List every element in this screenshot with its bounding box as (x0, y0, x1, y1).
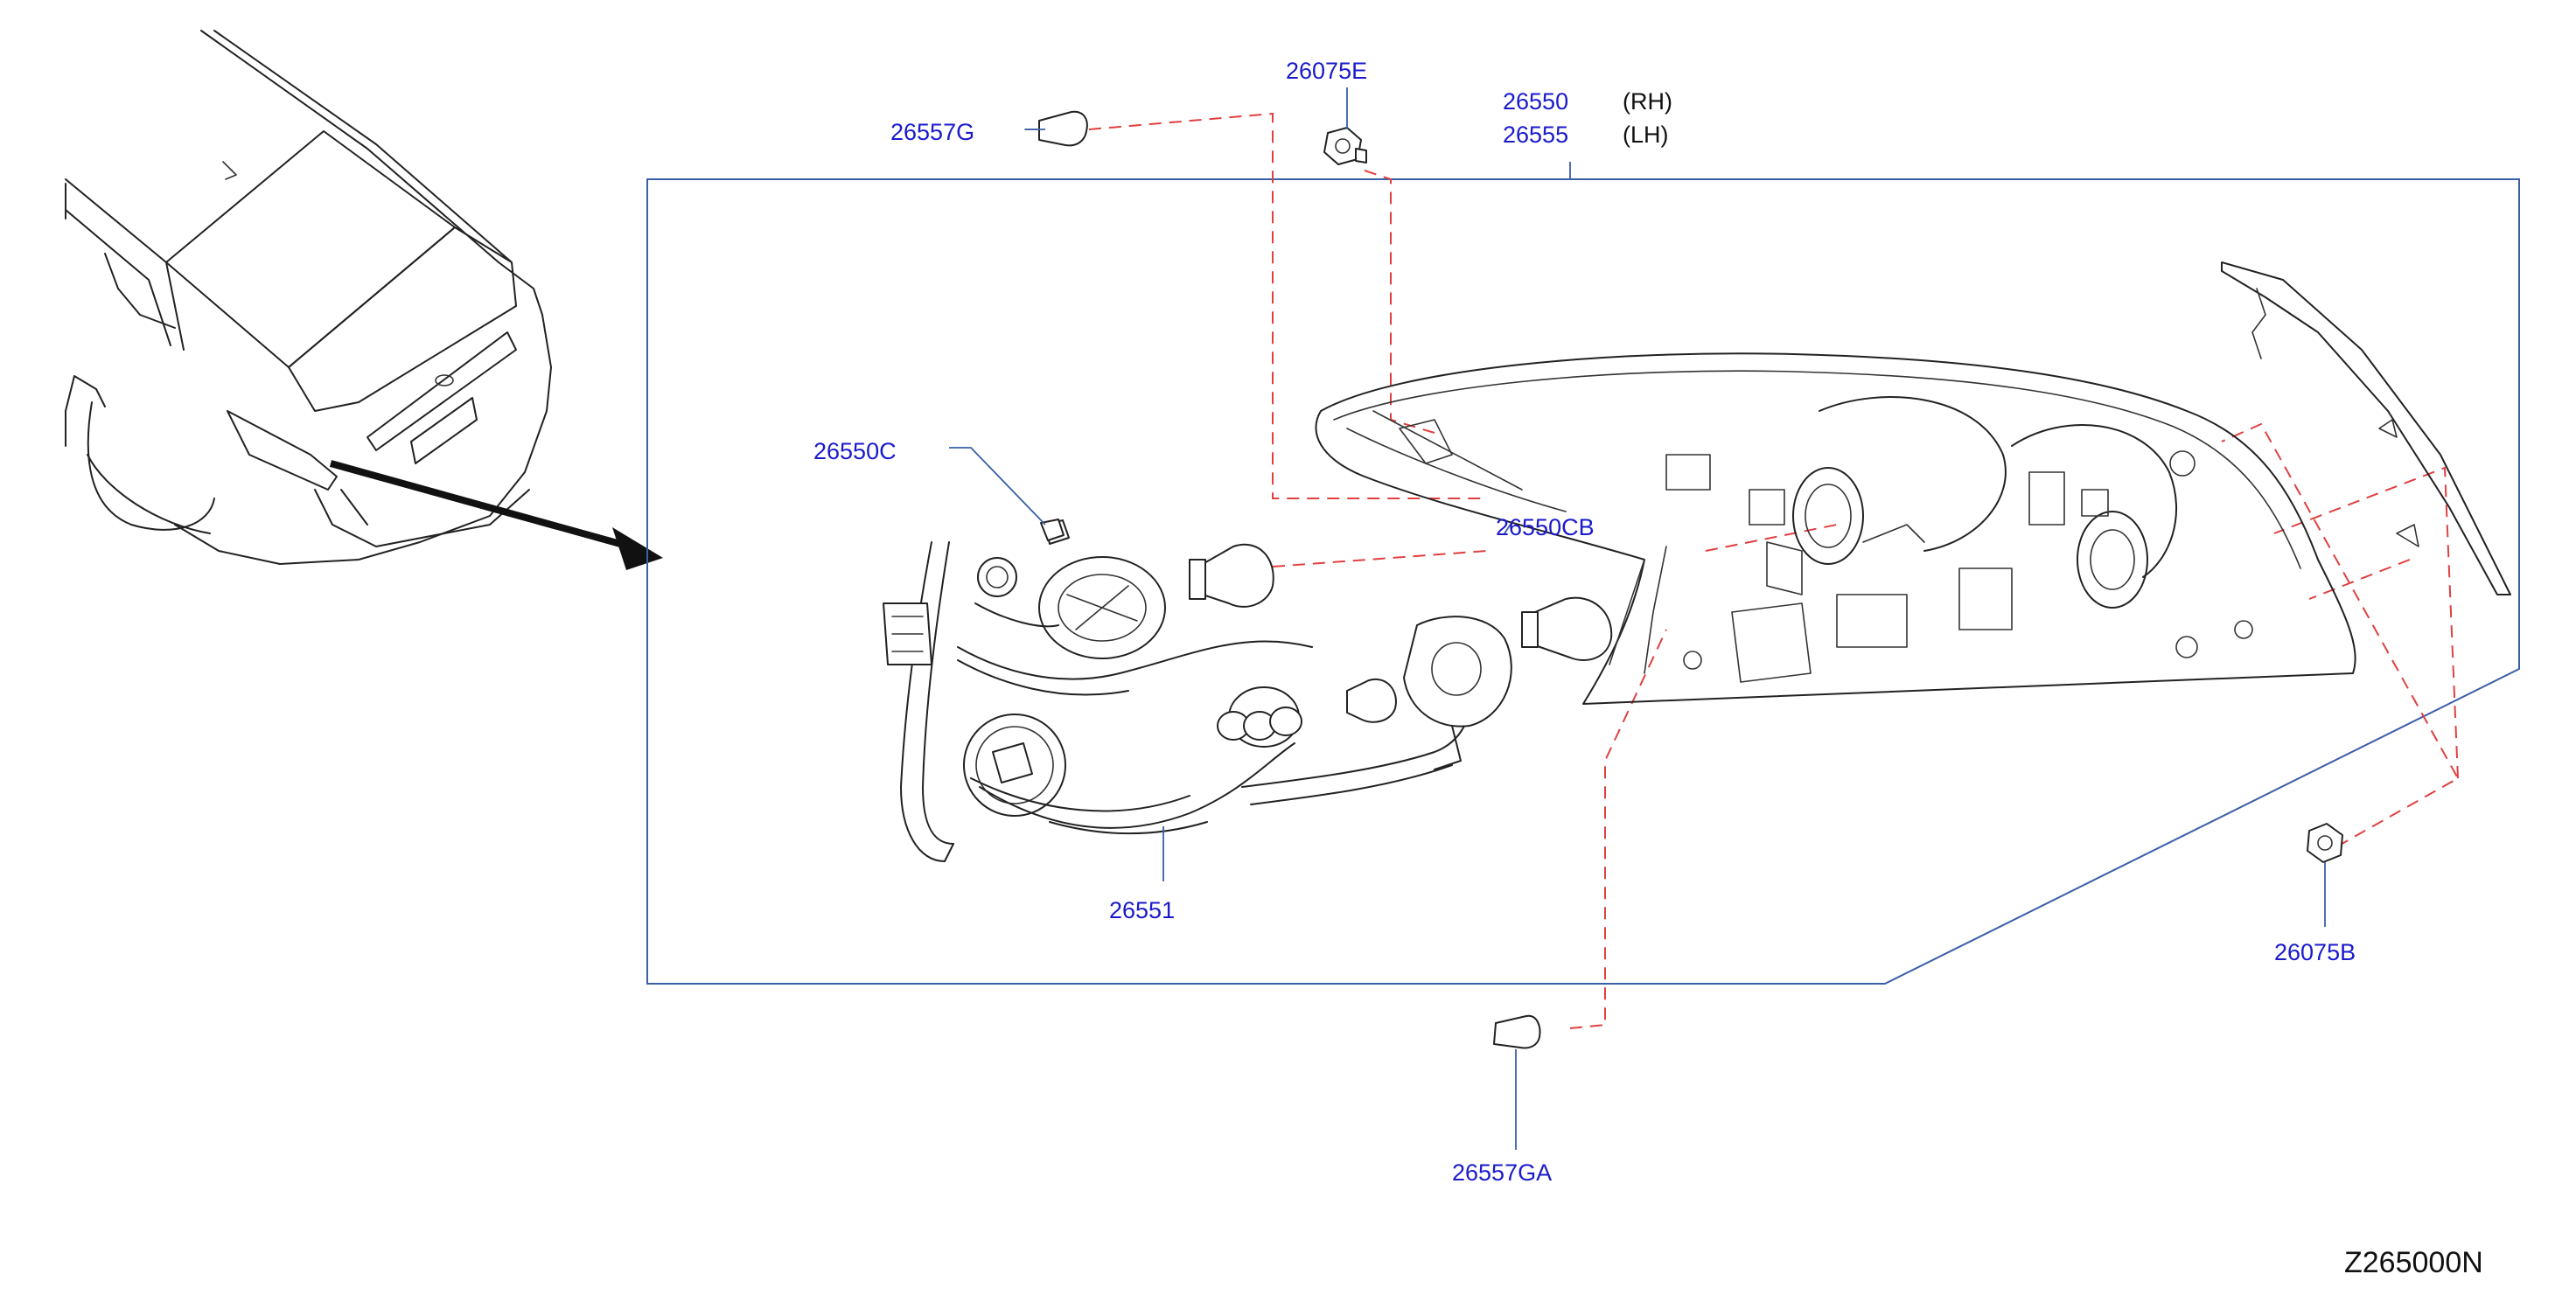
label-26550: 26550 (1503, 88, 1568, 115)
clip-bottom-icon (1493, 1014, 1541, 1049)
label-26075e: 26075E (1286, 58, 1367, 84)
label-26075b: 26075B (2274, 939, 2356, 965)
label-26557g: 26557G (890, 119, 974, 145)
bulb-small-icon (1040, 519, 1065, 541)
figure-code: Z265000N (2344, 1246, 2483, 1279)
arrow-icon (329, 460, 663, 570)
label-26557ga: 26557GA (1452, 1159, 1552, 1186)
label-26550c: 26550C (813, 438, 897, 464)
mounting-bracket-icon (2221, 261, 2511, 595)
assembly-frame (646, 178, 2520, 985)
label-rh: (RH) (1623, 88, 1672, 115)
label-26555: 26555 (1503, 122, 1568, 148)
car-rear-view-icon (65, 30, 552, 565)
clip-icon (1024, 110, 1088, 147)
label-26551: 26551 (1109, 897, 1175, 923)
bulb-icon (1044, 519, 1613, 723)
mount-dashes (1088, 112, 2460, 1029)
leader-lines (949, 87, 2326, 1150)
tail-lamp-assembly-icon (1315, 352, 2356, 705)
bulb-socket-harness-icon (883, 541, 1512, 862)
nut-right-icon (2307, 823, 2343, 863)
label-26550cb: 26550CB (1496, 514, 1595, 540)
nut-icon (1323, 127, 1367, 165)
label-lh: (LH) (1623, 122, 1669, 148)
